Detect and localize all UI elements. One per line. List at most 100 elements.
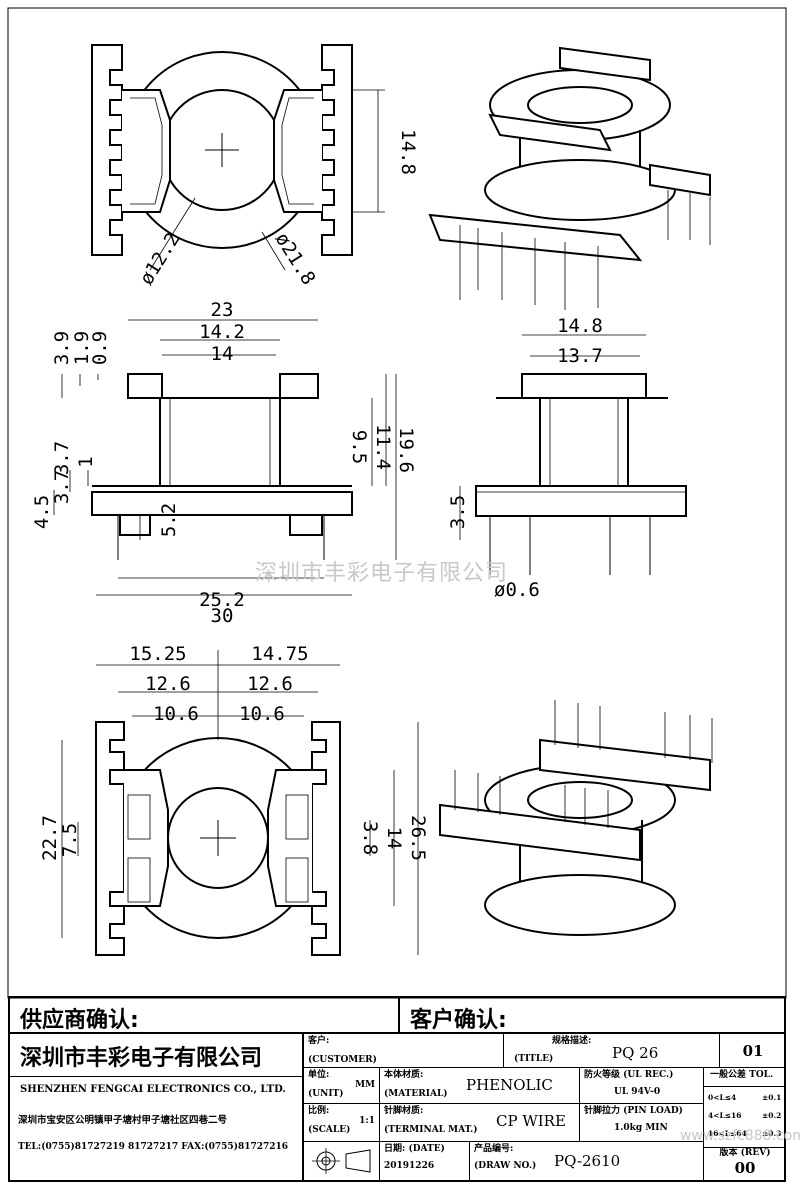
dim-front-23: 23 — [211, 299, 234, 321]
dim-front-19: 1.9 — [71, 331, 93, 365]
rev-cell: 版本 (REV) 00 — [704, 1148, 786, 1180]
scale-label-en: (SCALE) — [308, 1125, 351, 1135]
dim-bot-265: 26.5 — [407, 815, 429, 861]
dim-bot-14: 14 — [383, 827, 405, 850]
terminal-label: 针脚材质: — [384, 1106, 424, 1116]
tol-range-1: 0<L≤4 — [708, 1093, 737, 1102]
dim-front-45: 4.5 — [31, 495, 53, 529]
tol-value-1: ±0.1 — [762, 1093, 782, 1102]
projection-cell — [304, 1142, 380, 1180]
fire-value: UL 94V-0 — [614, 1087, 661, 1097]
rev-label: 版本 (REV) — [719, 1148, 771, 1158]
watermark-text: 深圳市丰彩电子有限公司 — [255, 561, 509, 586]
terminal-cell: 针脚材质: (TERMINAL MAT.) CP WIRE — [380, 1104, 580, 1142]
dim-bot-1525: 15.25 — [129, 643, 186, 665]
title-label-en: (TITLE) — [514, 1054, 554, 1064]
dim-bot-126a: 12.6 — [145, 673, 191, 695]
company-address: 深圳市宝安区公明镇甲子塘村甲子塘社区四巷二号 — [18, 1115, 228, 1126]
dim-bot-106b: 10.6 — [239, 703, 285, 725]
dim-front-14: 14 — [211, 343, 234, 365]
iso-view-bottom — [439, 700, 713, 936]
fire-cell: 防火等级 (UL REC.) UL 94V-0 — [580, 1068, 704, 1104]
unit-label: 单位: — [308, 1070, 330, 1080]
pin-load-label: 针脚拉力 (PIN LOAD) — [584, 1106, 683, 1116]
bottom-view: 15.25 14.75 12.6 12.6 10.6 10.6 22.7 7.5… — [39, 643, 429, 956]
drawno-label: 产品编号: — [474, 1144, 514, 1154]
customer-label: 客户: — [308, 1036, 330, 1046]
drawno-label-en: (DRAW NO.) — [474, 1161, 537, 1171]
dim-bot-227: 22.7 — [39, 815, 61, 861]
dim-bot-38: 3.8 — [359, 821, 381, 855]
sheet-number: 01 — [720, 1034, 786, 1068]
dim-side-pin: ø0.6 — [494, 579, 540, 601]
drawno-value: PQ-2610 — [554, 1152, 621, 1170]
dim-front-252: 25.2 — [199, 589, 245, 611]
date-label: 日期: (DATE) — [384, 1144, 445, 1154]
dim-top-inner-dia: ø12.2 — [135, 229, 184, 289]
dim-front-142: 14.2 — [199, 321, 245, 343]
dim-front-37a: 3.7 — [51, 441, 73, 475]
technical-drawing: 14.8 ø12.2 ø21.8 — [7, 7, 787, 999]
material-cell: 本体材质: (MATERIAL) PHENOLIC — [380, 1068, 580, 1104]
title-block: 供应商确认: 客户确认: 深圳市丰彩电子有限公司 SHENZHEN FENGCA… — [8, 996, 786, 1182]
dim-top-h: 14.8 — [397, 129, 419, 175]
tolerance-title: 一般公差 TOL. — [710, 1070, 774, 1080]
dim-front-114: 11.4 — [372, 424, 394, 470]
company-name-en: SHENZHEN FENGCAI ELECTRONICS CO., LTD. — [20, 1084, 286, 1095]
tol-value-2: ±0.2 — [762, 1111, 782, 1120]
tol-range-3: 16<L≤64 — [708, 1129, 747, 1138]
supplier-confirm-label: 供应商确认: — [10, 998, 400, 1034]
dim-bot-106a: 10.6 — [153, 703, 199, 725]
dim-side-148: 14.8 — [557, 315, 603, 337]
title-label-cn: 规格描述: — [552, 1036, 592, 1046]
dim-front-52: 5.2 — [158, 503, 180, 537]
projection-symbol-icon — [312, 1148, 371, 1174]
drawno-cell: 产品编号: (DRAW NO.) PQ-2610 — [470, 1142, 704, 1180]
tol-value-3: ±0.3 — [762, 1129, 782, 1138]
company-tel: TEL:(0755)81727219 81727217 FAX:(0755)81… — [18, 1142, 289, 1152]
date-cell: 日期: (DATE) 20191226 — [380, 1142, 470, 1180]
dim-front-196: 19.6 — [395, 427, 417, 473]
company-block: 深圳市丰彩电子有限公司 SHENZHEN FENGCAI ELECTRONICS… — [10, 1034, 304, 1182]
unit-value: MM — [355, 1080, 375, 1090]
side-view: 14.8 13.7 3.5 ø0.6 — [447, 315, 687, 601]
top-view: 14.8 ø12.2 ø21.8 — [91, 44, 419, 289]
dim-bot-126b: 12.6 — [247, 673, 293, 695]
material-value: PHENOLIC — [466, 1076, 553, 1094]
dim-front-95: 9.5 — [348, 430, 370, 464]
unit-label-en: (UNIT) — [308, 1089, 344, 1099]
terminal-label-en: (TERMINAL MAT.) — [384, 1125, 478, 1135]
dim-front-37b: 3.7 — [51, 470, 73, 504]
customer-cell: 客户: (CUSTOMER) — [304, 1034, 504, 1068]
fire-label: 防火等级 (UL REC.) — [584, 1070, 674, 1080]
dim-front-39: 3.9 — [51, 331, 73, 365]
terminal-value: CP WIRE — [496, 1112, 566, 1130]
rev-value: 00 — [734, 1159, 756, 1177]
dim-bot-1475: 14.75 — [251, 643, 308, 665]
iso-view-top — [428, 46, 711, 310]
date-value: 20191226 — [384, 1161, 435, 1171]
material-label-en: (MATERIAL) — [384, 1089, 448, 1099]
dim-front-30: 30 — [211, 605, 234, 627]
dim-bot-75: 7.5 — [59, 823, 81, 857]
pin-load-value: 1.0kg MIN — [614, 1123, 668, 1133]
dim-side-137: 13.7 — [557, 345, 603, 367]
dim-side-35: 3.5 — [447, 495, 469, 529]
customer-confirm-label: 客户确认: — [400, 998, 786, 1034]
scale-value: 1:1 — [359, 1116, 375, 1126]
unit-cell: 单位: (UNIT) MM — [304, 1068, 380, 1104]
title-value: PQ 26 — [612, 1044, 659, 1062]
title-cell: 规格描述: (TITLE) PQ 26 — [504, 1034, 720, 1068]
watermark-url: www.szfc888.com — [680, 1128, 800, 1144]
sheet-border — [7, 7, 787, 999]
scale-cell: 比例: (SCALE) 1:1 — [304, 1104, 380, 1142]
dim-front-1: 1 — [75, 456, 97, 467]
customer-label-en: (CUSTOMER) — [308, 1055, 377, 1065]
scale-label: 比例: — [308, 1106, 330, 1116]
tol-range-2: 4<L≤16 — [708, 1111, 742, 1120]
pin-load-cell: 针脚拉力 (PIN LOAD) 1.0kg MIN — [580, 1104, 704, 1142]
front-view: 23 14.2 14 3.9 1.9 0.9 3.7 3.7 1 4.5 5.2… — [31, 299, 417, 627]
company-name-cn: 深圳市丰彩电子有限公司 — [20, 1046, 263, 1071]
material-label: 本体材质: — [384, 1070, 424, 1080]
